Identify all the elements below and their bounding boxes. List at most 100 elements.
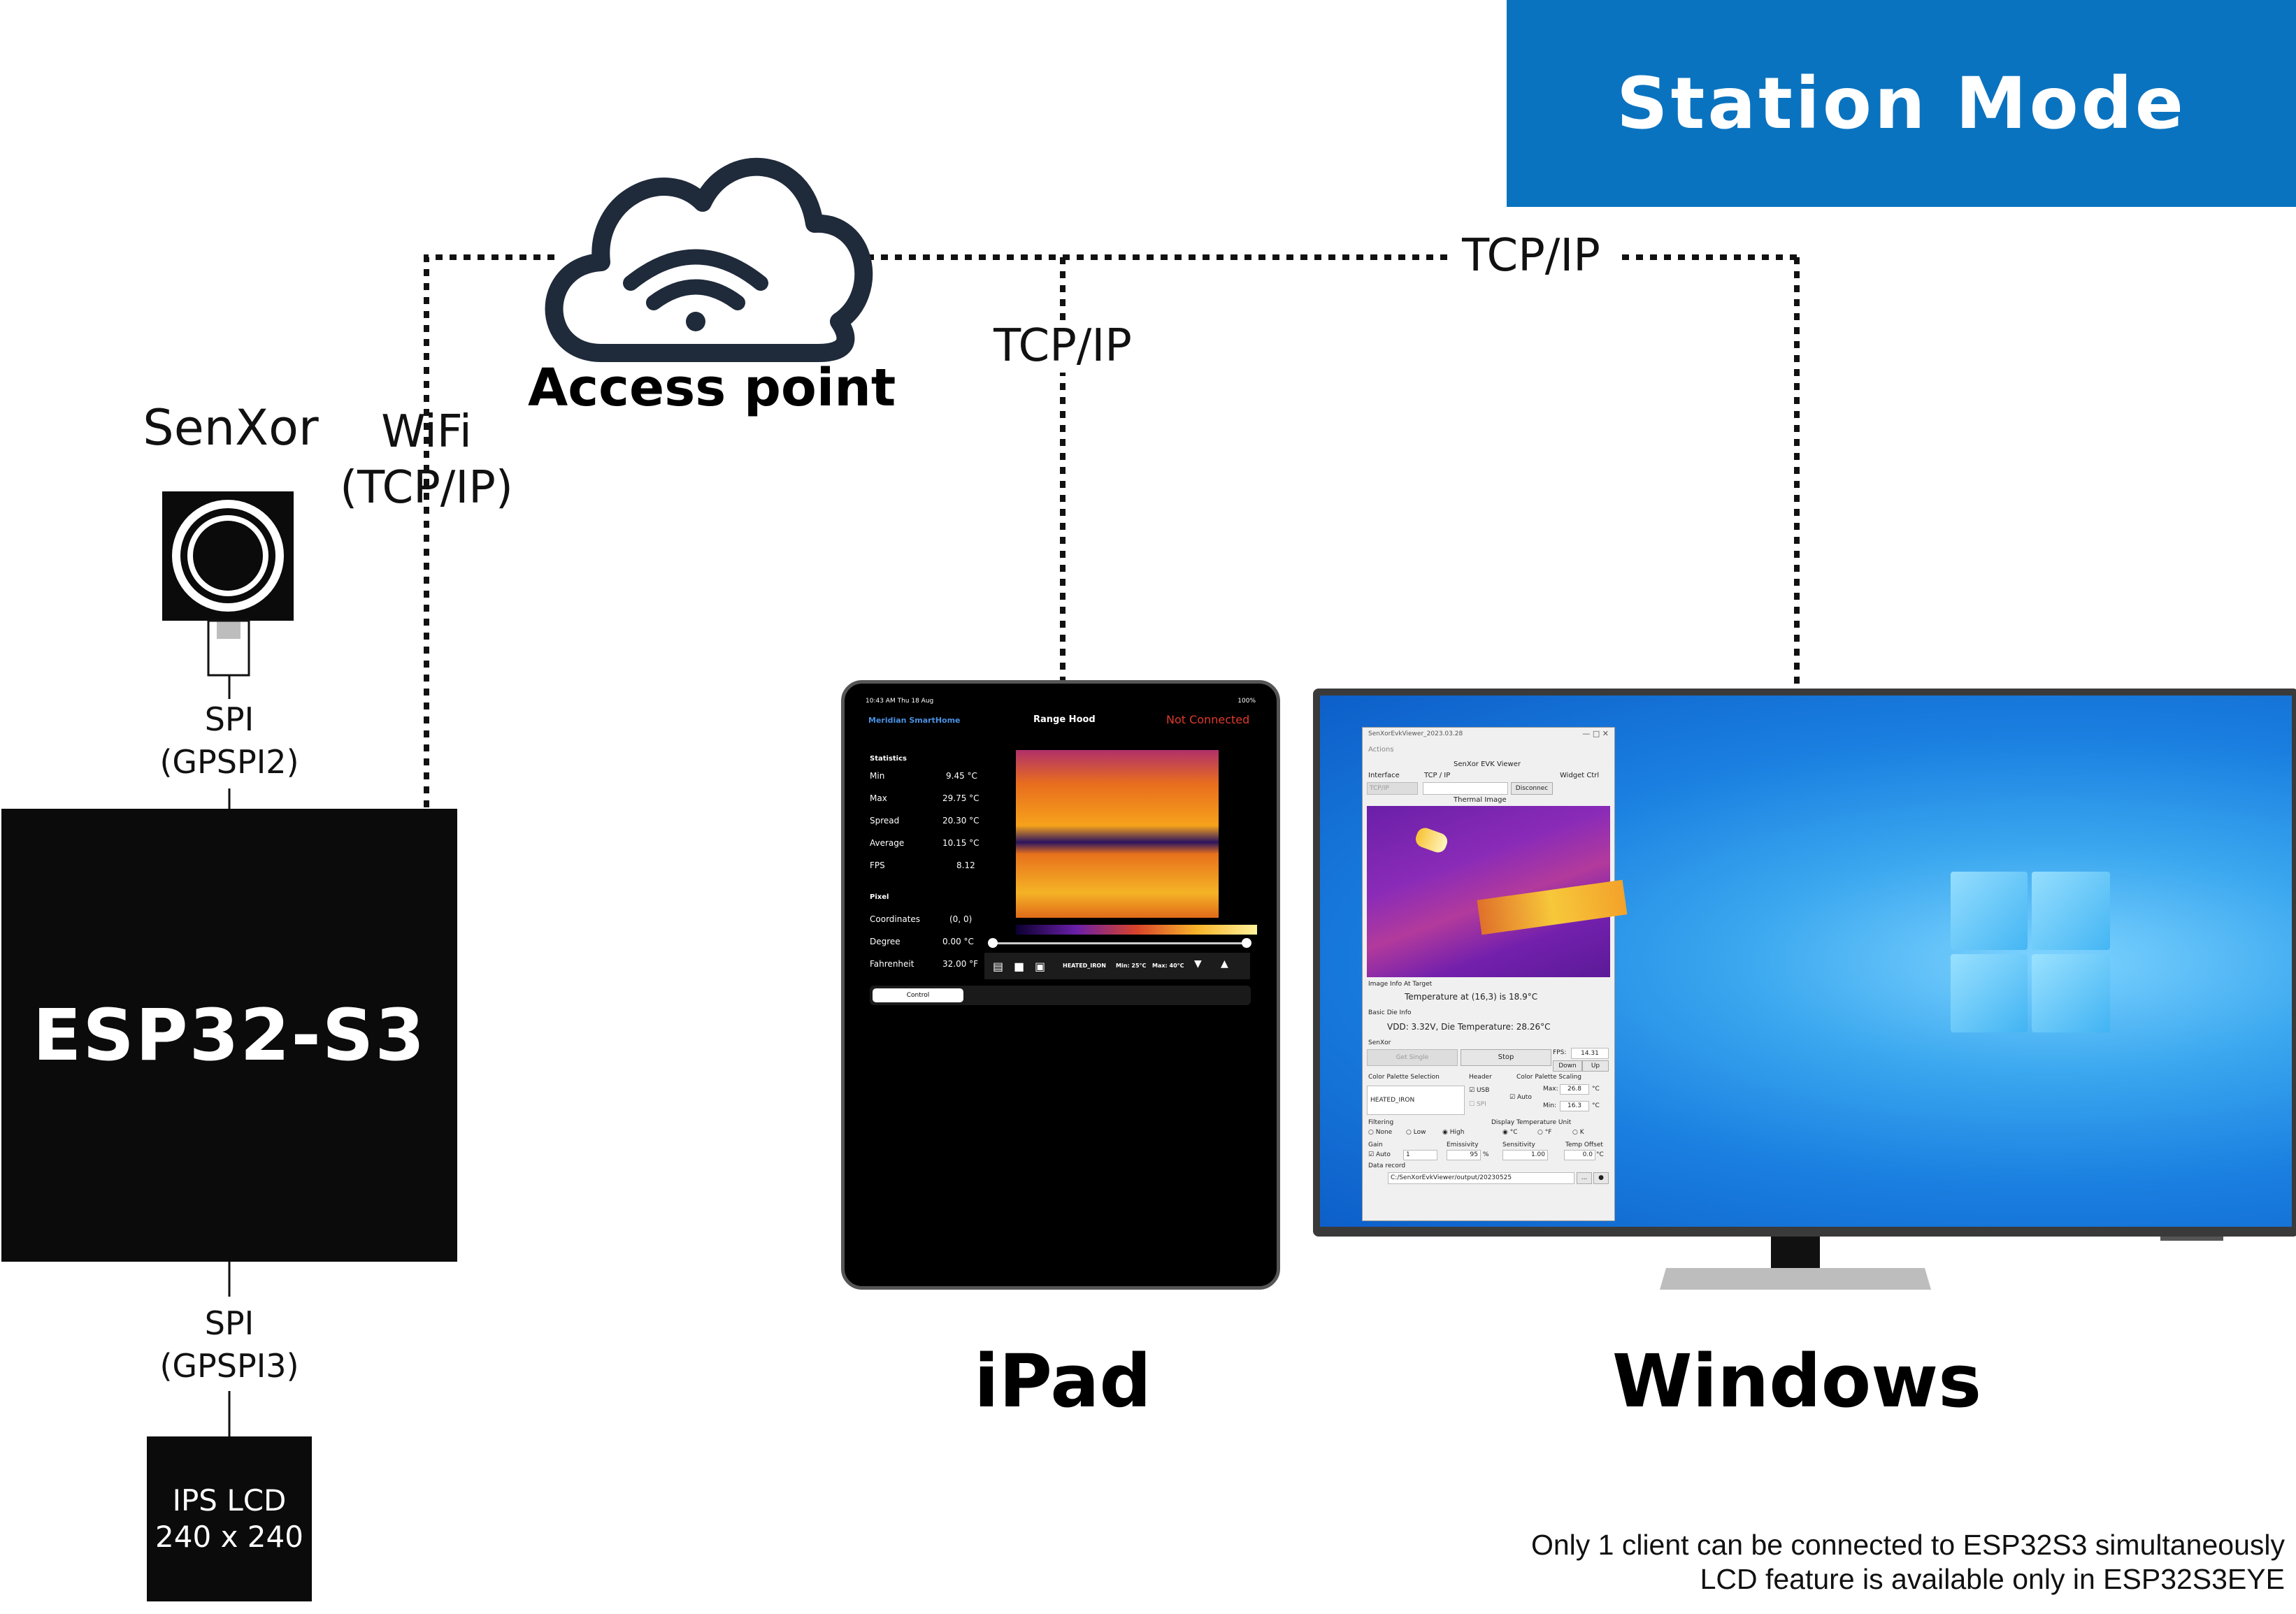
wifi-label-line1: WiFi	[381, 406, 472, 458]
ipad-battery: 100%	[1237, 698, 1256, 705]
chevron-up-icon[interactable]: ▲	[1221, 958, 1228, 970]
save-icon[interactable]: ▣	[1035, 960, 1046, 973]
senxor-sensor-icon	[162, 491, 294, 677]
unit-f-radio[interactable]: ○ °F	[1537, 1129, 1552, 1136]
windows-link-label: TCP/IP	[1447, 230, 1615, 282]
ipad-pixel-value: (0, 0)	[949, 914, 973, 924]
unit-k-radio[interactable]: ○ K	[1572, 1129, 1584, 1136]
ipad-range-slider[interactable]	[991, 942, 1250, 944]
windows-label: Windows	[1612, 1339, 1982, 1424]
vdd-readout: VDD: 3.32V, Die Temperature: 28.26°C	[1387, 1022, 1551, 1032]
ipad-stat-value: 9.45 °C	[946, 771, 977, 781]
senxor-evk-viewer-window: SenXorEvkViewer_2023.03.28 — □ ✕ Actions…	[1362, 727, 1628, 1221]
fps-up-button[interactable]: Up	[1582, 1060, 1609, 1072]
ipad-slider-max-handle[interactable]	[1242, 938, 1251, 948]
ipad-pixel-key: Coordinates	[870, 914, 921, 924]
gain-auto-checkbox[interactable]: ☑ Auto	[1368, 1151, 1391, 1158]
ipad-tab-control[interactable]: Control	[873, 988, 963, 1002]
ipad-stat-value: 20.30 °C	[942, 816, 980, 826]
ipad-palette-name[interactable]: HEATED_IRON	[1063, 963, 1106, 969]
tcp-ip-input[interactable]	[1423, 782, 1508, 795]
windows-desktop: SenXorEvkViewer_2023.03.28 — □ ✕ Actions…	[1320, 696, 2292, 1227]
sensitivity-input[interactable]: 1.00	[1502, 1150, 1548, 1160]
monitor-stand	[1660, 1237, 2223, 1290]
lcd-label-line1: IPS LCD	[172, 1483, 287, 1518]
disconnect-button[interactable]: Disconnec	[1511, 782, 1553, 795]
palette-selection-label: Color Palette Selection	[1368, 1074, 1440, 1081]
thermal-hot-band	[1477, 879, 1628, 935]
header-label: Header	[1469, 1074, 1492, 1081]
stop-icon[interactable]: ■	[1014, 960, 1025, 973]
ipad-status-time: 10:43 AM Thu 18 Aug	[866, 698, 934, 705]
windows-monitor: SenXorEvkViewer_2023.03.28 — □ ✕ Actions…	[1313, 689, 2296, 1237]
interface-select[interactable]: TCP/IP	[1367, 782, 1418, 795]
browse-button[interactable]: ...	[1577, 1172, 1592, 1184]
palette-select[interactable]: HEATED_IRON	[1367, 1086, 1465, 1115]
filter-none-label: None	[1375, 1129, 1393, 1136]
app-window-title: SenXorEvkViewer_2023.03.28	[1368, 730, 1463, 737]
wifi-label-line2: (TCP/IP)	[340, 462, 513, 514]
fps-down-button[interactable]: Down	[1553, 1060, 1582, 1072]
max-unit: °C	[1592, 1086, 1600, 1093]
wifi-link-line	[424, 254, 556, 807]
export-icon[interactable]: ▤	[993, 960, 1004, 973]
emissivity-unit: %	[1483, 1151, 1489, 1158]
ipad-link-label: TCP/IP	[965, 320, 1161, 373]
get-single-button[interactable]: Get Single	[1367, 1049, 1458, 1066]
gain-label: Gain	[1368, 1141, 1383, 1148]
min-input[interactable]: 16.3	[1560, 1101, 1589, 1111]
auto-label: Auto	[1516, 1094, 1532, 1101]
ipad-stat-key: Min	[870, 771, 885, 781]
emissivity-label: Emissivity	[1447, 1141, 1479, 1148]
thermal-hotspot	[1413, 826, 1450, 855]
usb-checkbox[interactable]: ☑ USB	[1469, 1087, 1490, 1094]
ipad-min-temp: Min: 25°C	[1116, 963, 1147, 969]
gain-select[interactable]: 1	[1403, 1150, 1437, 1160]
emissivity-input[interactable]: 95	[1447, 1150, 1481, 1160]
senxor-section-label: SenXor	[1368, 1039, 1391, 1046]
note-line-1: Only 1 client can be connected to ESP32S…	[1530, 1529, 2285, 1561]
ipad-pixel-value: 0.00 °C	[942, 937, 974, 946]
record-path-input[interactable]: C:/SenXorEvkViewer/output/20230525	[1388, 1172, 1574, 1184]
unit-c-radio[interactable]: ◉ °C	[1502, 1129, 1518, 1136]
spi-bottom-label-line2: (GPSPI3)	[159, 1347, 299, 1385]
unit-k-label: K	[1579, 1129, 1584, 1136]
filtering-label: Filtering	[1368, 1119, 1394, 1126]
temp-offset-input[interactable]: 0.0	[1564, 1150, 1595, 1160]
ipad-back-link[interactable]: Meridian SmartHome	[868, 716, 961, 725]
windows-logo-icon	[2032, 872, 2110, 950]
ipad-pixel-value: 32.00 °F	[942, 959, 979, 969]
ipad-slider-min-handle[interactable]	[988, 938, 998, 948]
stop-button[interactable]: Stop	[1461, 1049, 1551, 1066]
filter-high-radio[interactable]: ◉ High	[1442, 1129, 1465, 1136]
max-input[interactable]: 26.8	[1560, 1084, 1589, 1095]
filter-none-radio[interactable]: ○ None	[1368, 1129, 1393, 1136]
spi-bottom-label-line1: SPI	[204, 1304, 254, 1342]
station-mode-banner: Station Mode	[1507, 0, 2296, 207]
actions-menu[interactable]: Actions	[1368, 746, 1394, 754]
chevron-down-icon[interactable]: ▼	[1194, 958, 1202, 970]
fps-value: 14.31	[1571, 1048, 1609, 1059]
ipad-stat-key: Max	[870, 793, 887, 803]
thermal-image-label: Thermal Image	[1454, 796, 1507, 804]
sensitivity-label: Sensitivity	[1502, 1141, 1535, 1148]
record-button[interactable]: ●	[1593, 1172, 1609, 1184]
ipad-screen-title: Range Hood	[1033, 714, 1096, 725]
window-controls-icon[interactable]: — □ ✕	[1582, 729, 1609, 738]
spi-top-label-line1: SPI	[204, 700, 254, 738]
spi-checkbox[interactable]: ☐ SPI	[1469, 1101, 1486, 1108]
filter-high-label: High	[1449, 1129, 1465, 1136]
filter-low-radio[interactable]: ○ Low	[1406, 1129, 1426, 1136]
ipad-stat-key: Average	[870, 838, 905, 848]
ipad-connection-status: Not Connected	[1166, 713, 1250, 726]
auto-scaling-checkbox[interactable]: ☑ Auto	[1509, 1094, 1532, 1101]
lcd-label-line2: 240 x 240	[155, 1520, 303, 1554]
temp-offset-label: Temp Offset	[1565, 1141, 1603, 1148]
ipad-stats-header: Statistics	[870, 755, 907, 763]
ipad-pixel-key: Degree	[870, 937, 901, 946]
tcp-ip-label: TCP / IP	[1424, 772, 1451, 779]
ipad-toolbar: ▤ ■ ▣ HEATED_IRON Min: 25°C Max: 40°C ▼ …	[984, 953, 1250, 979]
viewer-title: SenXor EVK Viewer	[1454, 761, 1521, 768]
note-line-2: LCD feature is available only in ESP32S3…	[1700, 1563, 2285, 1596]
